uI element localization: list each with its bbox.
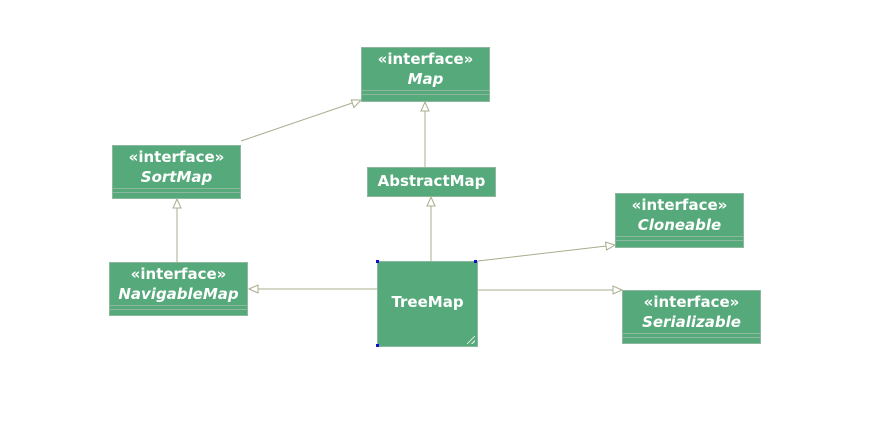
edge-treemap-to-cloneable[interactable] bbox=[477, 244, 616, 262]
class-box-abstractmap[interactable]: AbstractMap bbox=[367, 167, 496, 197]
selection-handle-top-left[interactable] bbox=[376, 260, 379, 263]
arrowhead-navigablemap-from-treemap bbox=[247, 284, 259, 294]
compartment-divider bbox=[623, 333, 760, 334]
compartment-divider bbox=[362, 94, 489, 95]
class-box-cloneable[interactable]: «interface» Cloneable bbox=[615, 193, 744, 248]
stereotype-label: «interface» bbox=[631, 196, 728, 214]
stereotype-label: «interface» bbox=[643, 293, 740, 311]
selection-handle-bottom-left[interactable] bbox=[376, 344, 379, 347]
class-name: NavigableMap bbox=[118, 285, 239, 303]
compartment-divider bbox=[616, 240, 743, 241]
class-box-sortmap[interactable]: «interface» SortMap bbox=[112, 145, 241, 199]
class-box-treemap[interactable]: TreeMap bbox=[377, 261, 478, 347]
stereotype-label: «interface» bbox=[130, 265, 227, 283]
class-name: AbstractMap bbox=[377, 172, 486, 190]
class-box-navigablemap[interactable]: «interface» NavigableMap bbox=[109, 262, 248, 316]
arrowhead-cloneable-from-treemap bbox=[605, 241, 617, 251]
class-name: Map bbox=[407, 70, 444, 88]
stereotype-label: «interface» bbox=[128, 148, 225, 166]
arrowhead-map-from-sortmap bbox=[350, 99, 363, 109]
arrowhead-abstractmap-from-treemap bbox=[426, 195, 436, 207]
stereotype-label: «interface» bbox=[377, 50, 474, 68]
compartment-divider bbox=[616, 236, 743, 237]
class-name: TreeMap bbox=[391, 293, 464, 311]
class-name: Serializable bbox=[642, 313, 741, 331]
compartment-divider bbox=[113, 188, 240, 189]
resize-grip-icon[interactable] bbox=[467, 336, 475, 344]
arrowhead-map-from-abstractmap bbox=[420, 100, 430, 112]
selection-handle-top-right[interactable] bbox=[474, 260, 477, 263]
compartment-divider bbox=[362, 90, 489, 91]
compartment-divider bbox=[110, 309, 247, 310]
class-name: SortMap bbox=[140, 168, 213, 186]
edge-sortmap-to-map[interactable] bbox=[240, 99, 362, 142]
class-box-map[interactable]: «interface» Map bbox=[361, 47, 490, 102]
class-box-serializable[interactable]: «interface» Serializable bbox=[622, 290, 761, 344]
compartment-divider bbox=[113, 192, 240, 193]
compartment-divider bbox=[623, 337, 760, 338]
compartment-divider bbox=[110, 305, 247, 306]
arrowhead-sortmap-from-navigablemap bbox=[172, 197, 182, 209]
class-name: Cloneable bbox=[637, 216, 722, 234]
arrowhead-serializable-from-treemap bbox=[612, 285, 624, 295]
